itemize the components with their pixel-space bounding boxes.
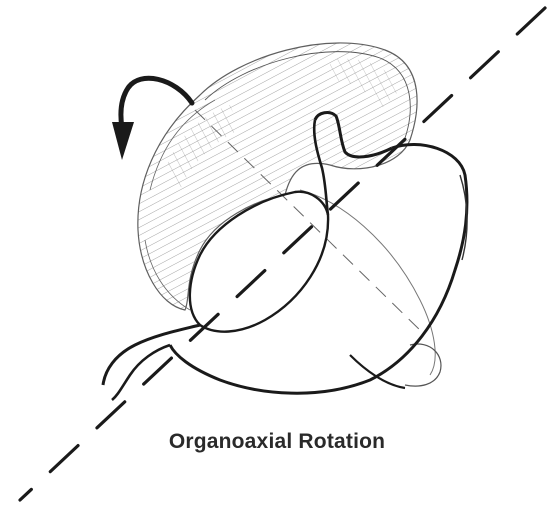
diagram-caption: Organoaxial Rotation [0,430,554,454]
